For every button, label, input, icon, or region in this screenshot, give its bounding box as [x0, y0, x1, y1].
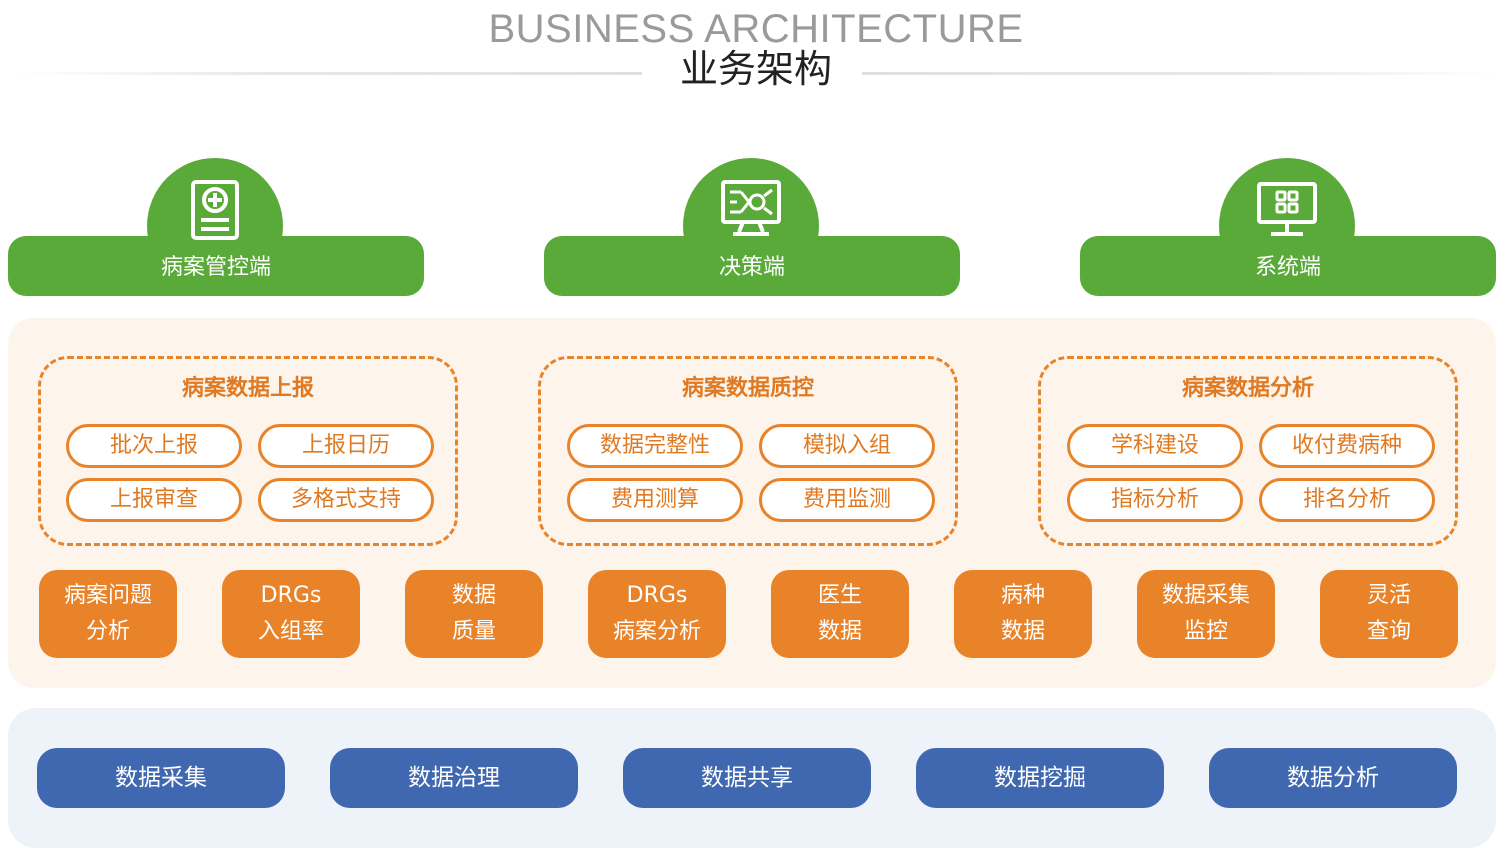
module-tile[interactable]: DRGs 入组率	[222, 570, 360, 658]
group-box-record-analysis	[1038, 356, 1458, 546]
title-divider-right	[862, 72, 1498, 75]
group-title-quality-control: 病案数据质控	[681, 376, 814, 401]
data-layer-button[interactable]: 数据分析	[1209, 748, 1457, 808]
title-divider-left	[14, 72, 642, 75]
module-tile-line2: 病案分析	[612, 619, 701, 644]
system-monitor-icon	[1257, 182, 1317, 236]
module-tile-line1: 病种	[1000, 583, 1045, 608]
group-box-quality-control	[538, 356, 958, 546]
feature-pill[interactable]: 批次上报	[66, 424, 242, 468]
module-tile[interactable]: 医生 数据	[771, 570, 909, 658]
data-layer-button[interactable]: 数据治理	[330, 748, 578, 808]
page-title-english: BUSINESS ARCHITECTURE	[488, 7, 1024, 51]
data-layer-button[interactable]: 数据共享	[623, 748, 871, 808]
module-tile[interactable]: 病种 数据	[954, 570, 1092, 658]
feature-pill[interactable]: 上报日历	[258, 424, 434, 468]
feature-pill[interactable]: 指标分析	[1067, 478, 1243, 522]
feature-pill[interactable]: 费用监测	[759, 478, 935, 522]
terminal-label-decision: 决策端	[718, 255, 785, 280]
group-title-record-analysis: 病案数据分析	[1181, 376, 1314, 401]
module-tile-line1: 数据采集	[1161, 583, 1250, 608]
data-layer-button[interactable]: 数据挖掘	[916, 748, 1164, 808]
feature-pill[interactable]: 数据完整性	[567, 424, 743, 468]
module-tile-line1: 病案问题	[63, 583, 152, 608]
terminal-decision[interactable]	[544, 236, 960, 296]
module-tile-line1: DRGs	[626, 583, 688, 608]
module-tile-line2: 质量	[451, 619, 496, 644]
feature-pill[interactable]: 收付费病种	[1259, 424, 1435, 468]
module-tile-line2: 入组率	[257, 619, 324, 644]
module-tile-line1: 灵活	[1366, 583, 1411, 608]
module-tile[interactable]: DRGs 病案分析	[588, 570, 726, 658]
module-tile-line2: 监控	[1183, 619, 1228, 644]
feature-pill[interactable]: 上报审查	[66, 478, 242, 522]
feature-pill[interactable]: 费用测算	[567, 478, 743, 522]
module-tile-line1: 数据	[451, 583, 496, 608]
terminal-label-system: 系统端	[1254, 255, 1321, 280]
terminal-system[interactable]	[1080, 236, 1496, 296]
module-tile-line2: 数据	[1000, 619, 1045, 644]
page-title-chinese: 业务架构	[679, 47, 832, 91]
module-tile-line2: 数据	[817, 619, 862, 644]
feature-pill[interactable]: 模拟入组	[759, 424, 935, 468]
module-tile[interactable]: 病案问题 分析	[39, 570, 177, 658]
medical-record-icon	[191, 180, 239, 240]
group-box-record-reporting	[38, 356, 458, 546]
decision-monitor-icon	[721, 180, 781, 236]
module-tile[interactable]: 灵活 查询	[1320, 570, 1458, 658]
module-tile-line2: 查询	[1366, 619, 1411, 644]
module-tile-line1: DRGs	[260, 583, 322, 608]
feature-pill[interactable]: 排名分析	[1259, 478, 1435, 522]
module-tile[interactable]: 数据采集 监控	[1137, 570, 1275, 658]
module-tile-line2: 分析	[85, 619, 130, 644]
terminal-label-medical-record: 病案管控端	[160, 255, 271, 280]
data-layer-button[interactable]: 数据采集	[37, 748, 285, 808]
module-tile[interactable]: 数据 质量	[405, 570, 543, 658]
module-tile-line1: 医生	[817, 583, 862, 608]
feature-pill[interactable]: 多格式支持	[258, 478, 434, 522]
feature-pill[interactable]: 学科建设	[1067, 424, 1243, 468]
group-title-record-reporting: 病案数据上报	[181, 376, 314, 401]
terminal-medical-record[interactable]	[8, 236, 424, 296]
